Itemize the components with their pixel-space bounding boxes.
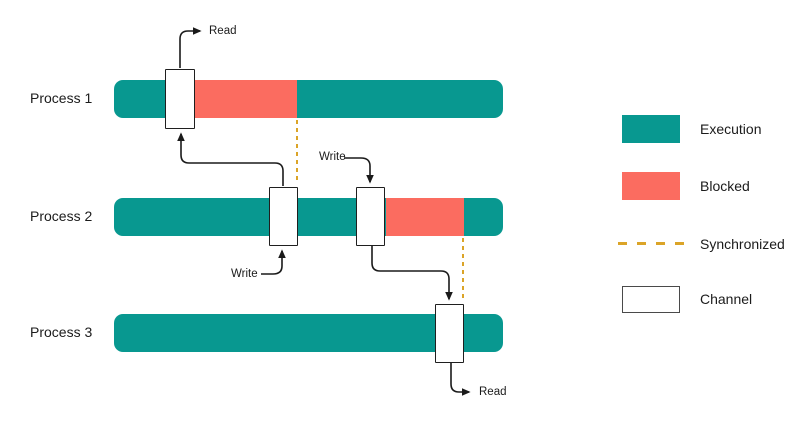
legend-execution-label: Execution [700,121,762,137]
read-label-bottom: Read [479,386,507,398]
write-label-bottom: Write [231,268,258,280]
legend-blocked-swatch [622,172,680,200]
channel-box-2 [269,187,298,246]
process-2-label: Process 2 [30,208,93,224]
channel-box-3 [356,187,385,246]
arrow-write-bottom [261,249,286,275]
legend-blocked-label: Blocked [700,178,750,194]
arrow-channel2-to-channel1 [177,132,284,186]
legend-synchronized-label: Synchronized [700,236,785,252]
legend-channel-swatch [622,286,680,313]
legend-channel-label: Channel [700,291,753,307]
write-label-top: Write [319,151,346,163]
legend-execution-swatch [622,115,680,143]
process-1-blocked-segment [195,80,297,118]
arrow-channel3-to-channel4 [371,246,453,301]
read-label-top: Read [209,25,237,37]
process-3-label: Process 3 [30,324,93,340]
legend-synchronized-dash-swatch [618,242,684,245]
channel-box-1 [165,69,195,129]
process-2-execution-bar [114,198,503,236]
channel-box-4 [435,304,464,363]
arrow-write-top [344,157,374,184]
arrow-read-bottom [450,363,471,396]
process-2-blocked-segment [386,198,464,236]
process-1-label: Process 1 [30,90,93,106]
arrow-read-top [179,27,202,68]
